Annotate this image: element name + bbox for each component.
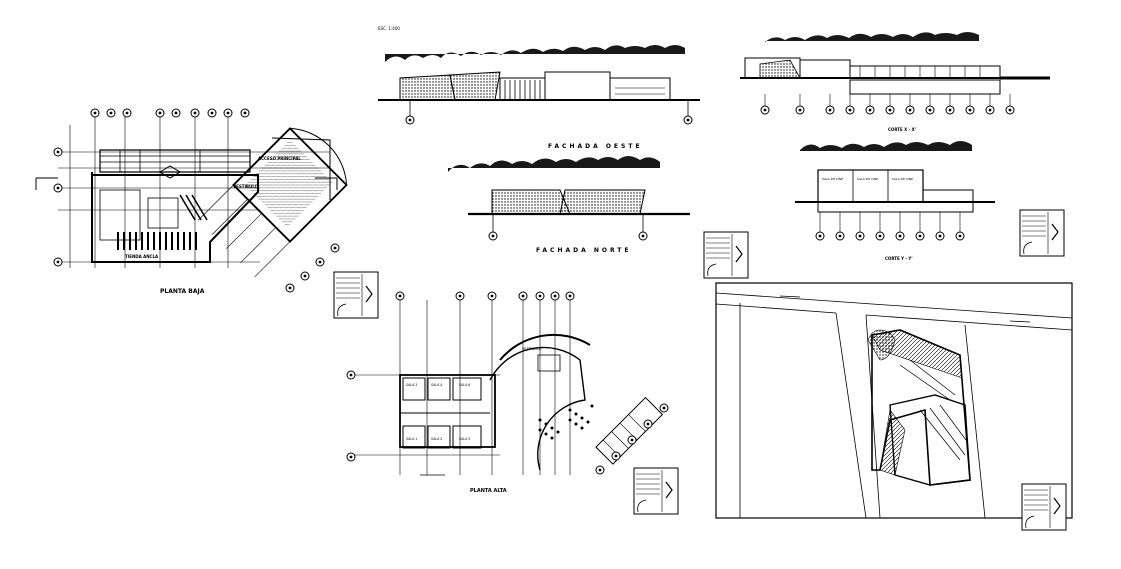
section-y-title: CORTE Y - Y'	[885, 256, 913, 261]
section-y-room-3: SALA DE CINE	[892, 177, 913, 181]
north-facade-title: FACHADA NORTE	[536, 247, 632, 254]
section-y-room-2: SALA DE CINE	[857, 177, 878, 181]
section-y-room-1: SALA DE CINE	[822, 177, 843, 181]
section-x: CORTE X - X'	[740, 32, 1050, 132]
ground-floor-title: PLANTA BAJA	[160, 288, 205, 295]
west-facade: ESC. 1:400 FACHADA OESTE	[378, 26, 700, 150]
anchor-store-label: TIENDA ANCLA	[125, 254, 159, 259]
title-block-site	[1021, 483, 1067, 531]
main-access-label: ACCESO PRINCIPAL	[258, 156, 301, 161]
title-block-ground-floor	[333, 271, 379, 319]
west-facade-title: FACHADA OESTE	[548, 143, 643, 150]
title-block-section-y	[1019, 209, 1065, 257]
section-x-title: CORTE X - X'	[888, 127, 916, 132]
section-y: SALA DE CINE SALA DE CINE SALA DE CINE C…	[795, 141, 995, 261]
site-plan	[715, 282, 1073, 519]
upper-vestibule-label: VESTIBULO	[522, 347, 542, 351]
title-block-west	[703, 231, 749, 279]
upper-room-3: SALA 6	[459, 383, 470, 387]
upper-floor-plan: SALA 3 SALA 4 SALA 6 SALA 1 SALA 2 SALA …	[346, 291, 669, 494]
upper-floor-title: PLANTA ALTA	[470, 488, 507, 494]
upper-room-4: SALA 1	[406, 437, 417, 441]
upper-room-5: SALA 2	[431, 437, 442, 441]
ground-floor-plan: VESTIBULO ACCESO PRINCIPAL TIENDA ANCLA …	[35, 108, 348, 295]
scale-note: ESC. 1:400	[378, 26, 400, 31]
upper-room-6: SALA 5	[459, 437, 470, 441]
upper-room-2: SALA 4	[431, 383, 442, 387]
north-facade: FACHADA NORTE	[448, 156, 690, 254]
upper-room-1: SALA 3	[406, 383, 417, 387]
title-block-upper-floor	[633, 467, 679, 515]
vestibule-label: VESTIBULO	[233, 184, 259, 189]
